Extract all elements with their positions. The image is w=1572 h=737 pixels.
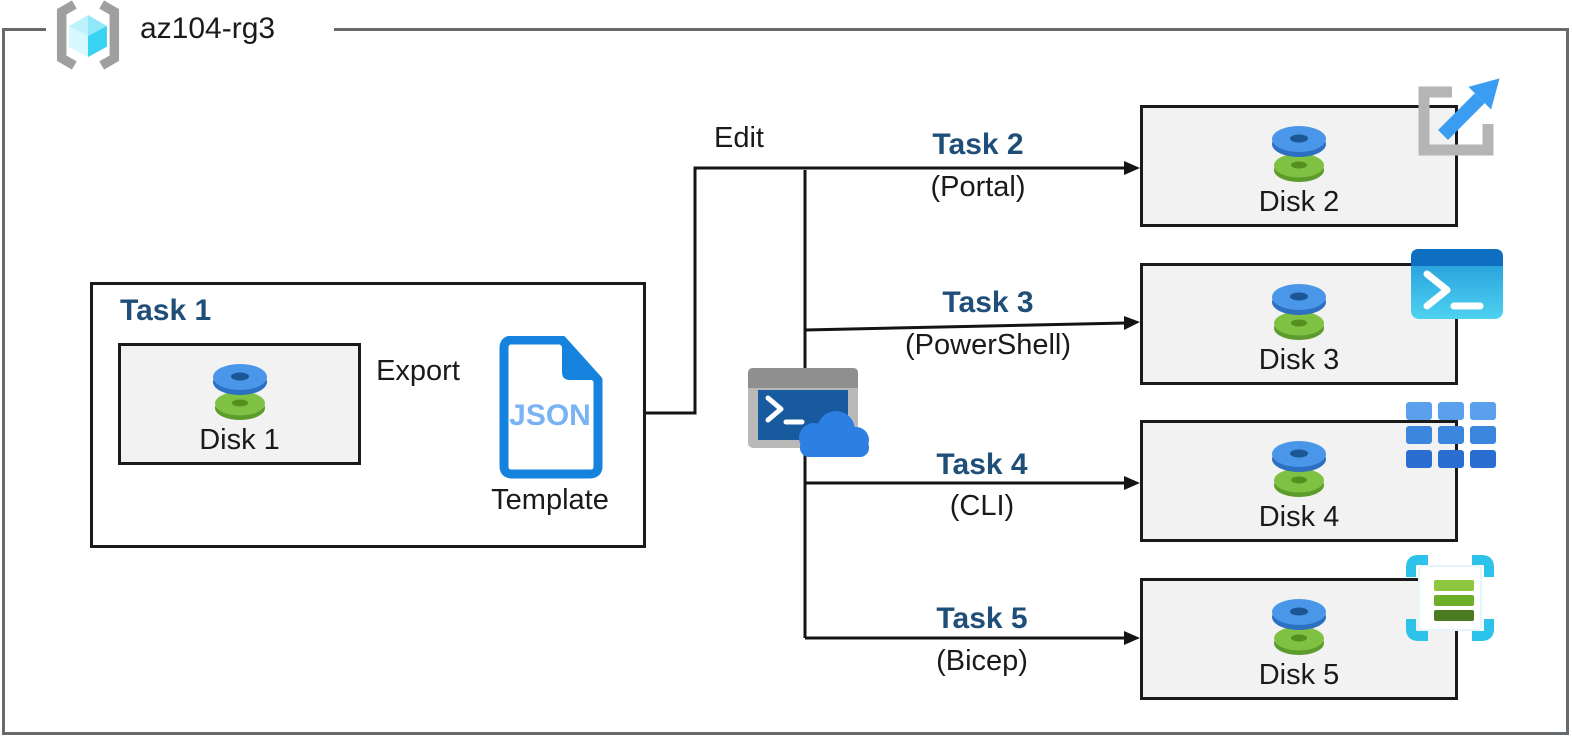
- task3-method: (PowerShell): [905, 329, 1071, 361]
- cloud-shell-icon: [748, 368, 869, 457]
- json-template-icon: [499, 336, 603, 479]
- disk-icon: [212, 364, 267, 420]
- task3-label: Task 3: [942, 286, 1034, 319]
- disk-icon: [1272, 599, 1326, 655]
- template-label: Template: [491, 484, 609, 516]
- disk5-label: Disk 5: [1258, 659, 1340, 691]
- task4-method: (CLI): [949, 490, 1015, 522]
- export-label: Export: [376, 355, 460, 387]
- disk3-box: Disk 3: [1140, 263, 1458, 385]
- task3-line: [804, 321, 1127, 332]
- disk1-label: Disk 1: [199, 424, 280, 456]
- edit-task2-line: [644, 166, 1126, 415]
- task2-label: Task 2: [932, 128, 1024, 161]
- resource-group-icon: [56, 0, 120, 70]
- resource-group-frame: [2, 28, 1569, 735]
- resource-group-title: az104-rg3: [140, 12, 276, 45]
- disk2-box: Disk 2: [1140, 105, 1458, 227]
- disk-icon: [1272, 441, 1326, 497]
- disk5-box: Disk 5: [1140, 578, 1458, 700]
- task5-method: (Bicep): [936, 645, 1028, 677]
- disk3-label: Disk 3: [1258, 344, 1340, 376]
- powershell-icon: [1411, 249, 1503, 319]
- edit-label: Edit: [714, 122, 764, 154]
- task1-title: Task 1: [120, 294, 212, 327]
- json-badge-text: JSON: [509, 399, 591, 432]
- disk-icon: [1272, 284, 1326, 340]
- azure-cli-icon: [1406, 402, 1496, 468]
- task5-label: Task 5: [936, 602, 1028, 635]
- disk4-box: Disk 4: [1140, 420, 1458, 542]
- disk2-label: Disk 2: [1258, 186, 1340, 218]
- task4-label: Task 4: [936, 448, 1028, 481]
- task2-method: (Portal): [930, 171, 1026, 203]
- azure-portal-icon: [1418, 78, 1500, 156]
- disk4-label: Disk 4: [1258, 501, 1340, 533]
- disk1-box: Disk 1: [118, 343, 361, 465]
- disk-icon: [1272, 126, 1326, 182]
- bicep-icon: [1406, 555, 1494, 641]
